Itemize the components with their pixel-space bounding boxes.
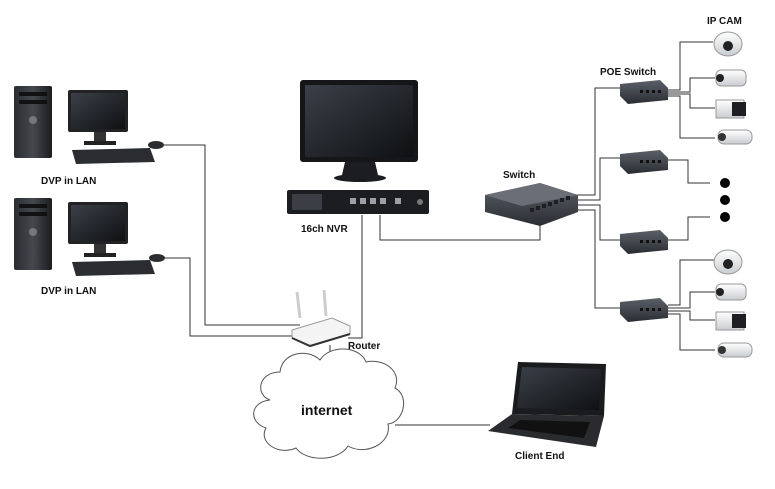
monitor-icon [300,80,418,182]
ip-camera-icon [717,342,753,358]
switch-label: Switch [503,170,536,181]
desktop-computer-icon [14,86,164,164]
dvp-lan-label-1: DVP in LAN [41,176,97,187]
ip-camera-icon [715,311,746,331]
ip-camera-icon [717,129,753,145]
client-end-label: Client End [515,451,565,462]
network-switch-icon [485,183,578,226]
desktop-computer-icon [14,198,165,276]
nvr-label: 16ch NVR [301,224,348,235]
wifi-router-icon [291,289,351,348]
ip-camera-icon [715,69,747,87]
wire-nvr-switch [379,215,541,241]
wire-poe4-cams [668,259,715,351]
nvr-recorder-icon [287,190,429,214]
router-label: Router [348,341,381,352]
wire-switch-poe1 [575,87,620,196]
wire-pc1-router [160,144,300,326]
ip-camera-icon [715,283,747,301]
wire-poe2-dots [668,159,710,184]
poe-switch-icon [620,298,668,322]
internet-label: internet [301,402,353,418]
wire-poe1-cams [668,41,715,139]
poe-switch-icon [620,150,668,174]
laptop-icon [488,362,606,447]
ip-camera-icon [713,31,743,57]
ip-camera-icon [713,249,743,275]
more-devices-dots [720,178,730,222]
cloud-icon [253,348,405,459]
wire-switch-poe4 [575,209,620,309]
wire-switch-poe2 [575,157,620,201]
poe-switch-icon [620,230,668,254]
wire-poe3-dots [668,216,710,241]
wire-pc2-router [165,257,300,337]
ip-camera-icon [715,99,746,119]
ip-cam-label: IP CAM [707,16,742,27]
dvp-lan-label-2: DVP in LAN [41,286,97,297]
wire-switch-poe3 [575,204,620,241]
poe-switch-icon [620,80,668,104]
wires [160,41,715,426]
wire-nvr-router [348,215,363,339]
poe-switch-label: POE Switch [600,67,657,78]
